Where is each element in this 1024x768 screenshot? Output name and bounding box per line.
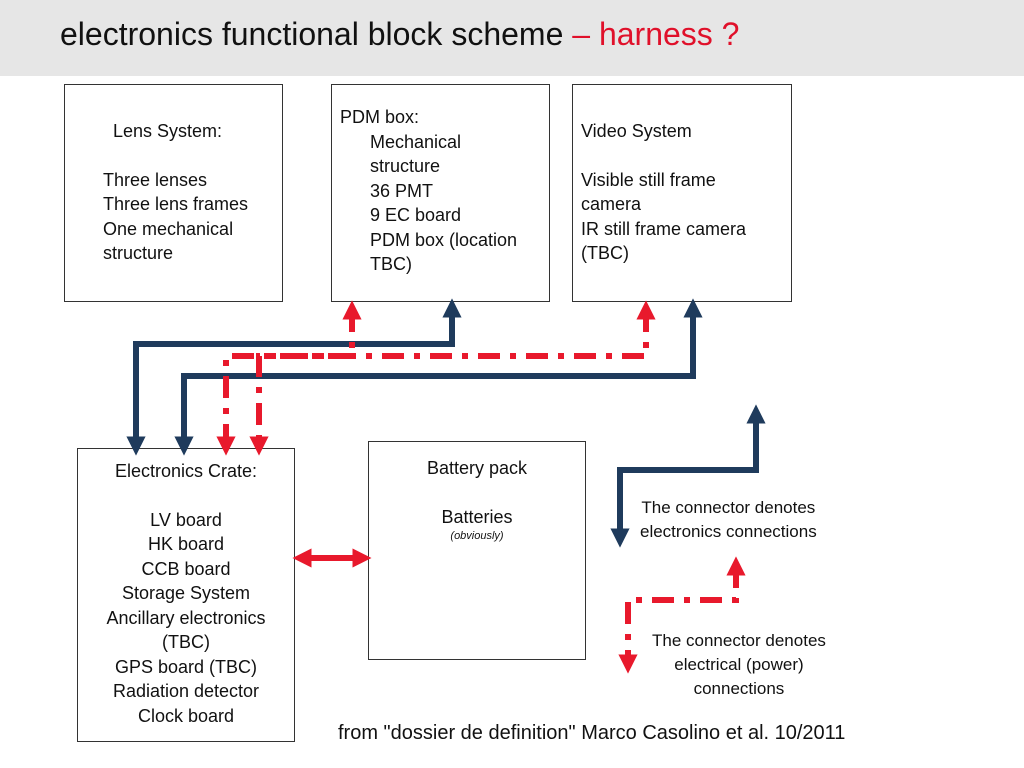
lens-heading: Lens System: bbox=[113, 121, 223, 141]
video-item: Visible still frame bbox=[581, 169, 716, 190]
crate-item: Ancillary electronics bbox=[106, 607, 266, 628]
video-item: IR still frame camera bbox=[581, 218, 747, 239]
title-bar: electronics functional block scheme – ha… bbox=[0, 0, 1024, 76]
video-item: (TBC) bbox=[581, 243, 629, 263]
crate-item: CCB board bbox=[141, 558, 231, 579]
battery-note: (obviously) bbox=[450, 530, 504, 542]
crate-item: (TBC) bbox=[162, 632, 210, 652]
crate-item: GPS board (TBC) bbox=[114, 656, 258, 677]
video-item: camera bbox=[581, 194, 642, 214]
slide-title: electronics functional block scheme – ha… bbox=[60, 16, 739, 53]
pdm-item: 9 EC board bbox=[370, 205, 462, 225]
lens-item: structure bbox=[103, 243, 174, 263]
pdm-box: PDM box: Mechanical structure 36 PMT 9 E… bbox=[331, 84, 550, 302]
legend-electronics-connector bbox=[610, 404, 766, 548]
pdm-item: 36 PMT bbox=[370, 180, 434, 201]
pdm-item: Mechanical bbox=[370, 131, 462, 152]
lens-item: One mechanical bbox=[103, 218, 234, 239]
lens-item: Three lens frames bbox=[103, 194, 249, 214]
legend-power-line: connections bbox=[693, 679, 785, 698]
pdm-item: PDM box (location bbox=[370, 229, 518, 250]
pdm-item: TBC) bbox=[370, 254, 412, 274]
electronics-crate-box: Electronics Crate: LV board HK board CCB… bbox=[77, 448, 295, 742]
lens-item: Three lenses bbox=[103, 169, 208, 190]
crate-item: Clock board bbox=[137, 705, 235, 726]
lens-system-box: Lens System: Three lenses Three lens fra… bbox=[64, 84, 283, 302]
title-main: electronics functional block scheme bbox=[60, 16, 564, 52]
pdm-heading: PDM box: bbox=[340, 107, 420, 127]
video-system-box: Video System Visible still frame camera … bbox=[572, 84, 792, 302]
crate-item: Radiation detector bbox=[112, 681, 260, 701]
crate-item: HK board bbox=[147, 534, 225, 554]
source-caption: from "dossier de definition" Marco Casol… bbox=[338, 722, 846, 744]
crate-heading: Electronics Crate: bbox=[114, 461, 258, 481]
legend-power-connector bbox=[618, 556, 746, 674]
video-heading: Video System bbox=[581, 121, 692, 141]
title-accent: – harness ? bbox=[572, 16, 740, 52]
crate-item: Storage System bbox=[121, 583, 251, 603]
crate-item: LV board bbox=[150, 509, 222, 530]
battery-heading: Battery pack bbox=[426, 458, 528, 478]
pdm-item: structure bbox=[370, 156, 441, 176]
battery-item: Batteries bbox=[441, 506, 513, 527]
